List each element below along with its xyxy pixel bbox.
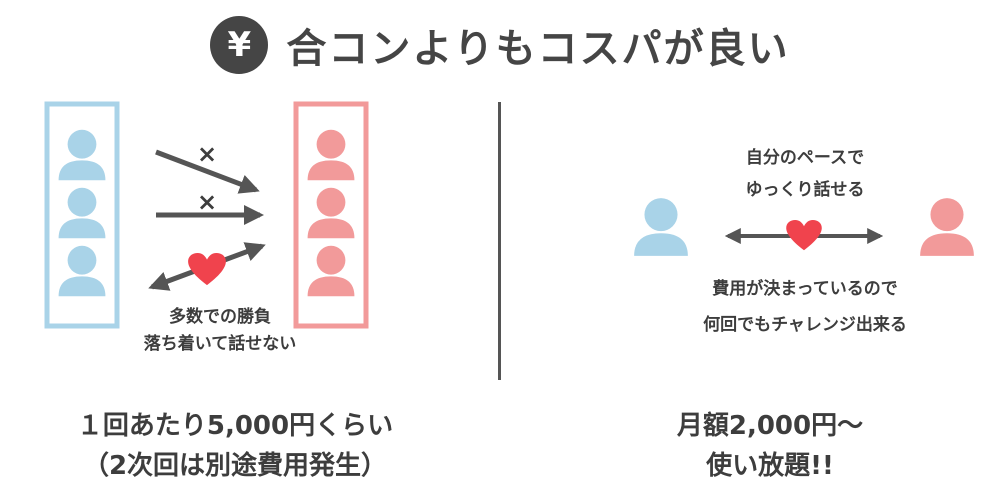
- cross-mark: ×: [197, 140, 218, 168]
- pink-group-frame: [293, 101, 369, 329]
- cross-mark: ×: [197, 188, 218, 216]
- title-bar: ¥ 合コンよりもコスパが良い: [0, 12, 1000, 78]
- blue-group-frame: [44, 101, 120, 329]
- right-price-line1: 月額2,000円〜: [676, 411, 864, 441]
- page-title: 合コンよりもコスパが良い: [286, 26, 790, 72]
- heart-icon: [188, 253, 226, 286]
- left-price-line2: （2次回は別途費用発生）: [82, 451, 388, 481]
- person-icon: [307, 129, 355, 181]
- left-caption-line2: 落ち着いて話せない: [143, 334, 297, 354]
- right-top-line1: 自分のペースで: [745, 148, 865, 168]
- person-icon: [920, 198, 974, 256]
- right-price-line2: 使い放題!!: [706, 451, 834, 481]
- person-icon: [307, 187, 355, 239]
- person-icon: [58, 187, 106, 239]
- right-top-line2: ゆっくり話せる: [745, 180, 865, 200]
- arrow-diagonal: [155, 149, 260, 194]
- right-bottom-line1: 費用が決まっているので: [712, 279, 898, 299]
- person-icon: [58, 245, 106, 297]
- vertical-divider: [498, 102, 501, 380]
- right-bottom-line2: 何回でもチャレンジ出来る: [703, 315, 907, 335]
- left-caption-line1: 多数での勝負: [169, 307, 271, 327]
- person-icon: [634, 198, 688, 256]
- left-price-line1: １回あたり5,000円くらい: [76, 411, 394, 441]
- person-icon: [58, 129, 106, 181]
- yen-icon: ¥: [210, 16, 269, 74]
- person-icon: [307, 245, 355, 297]
- heart-icon: [786, 220, 822, 251]
